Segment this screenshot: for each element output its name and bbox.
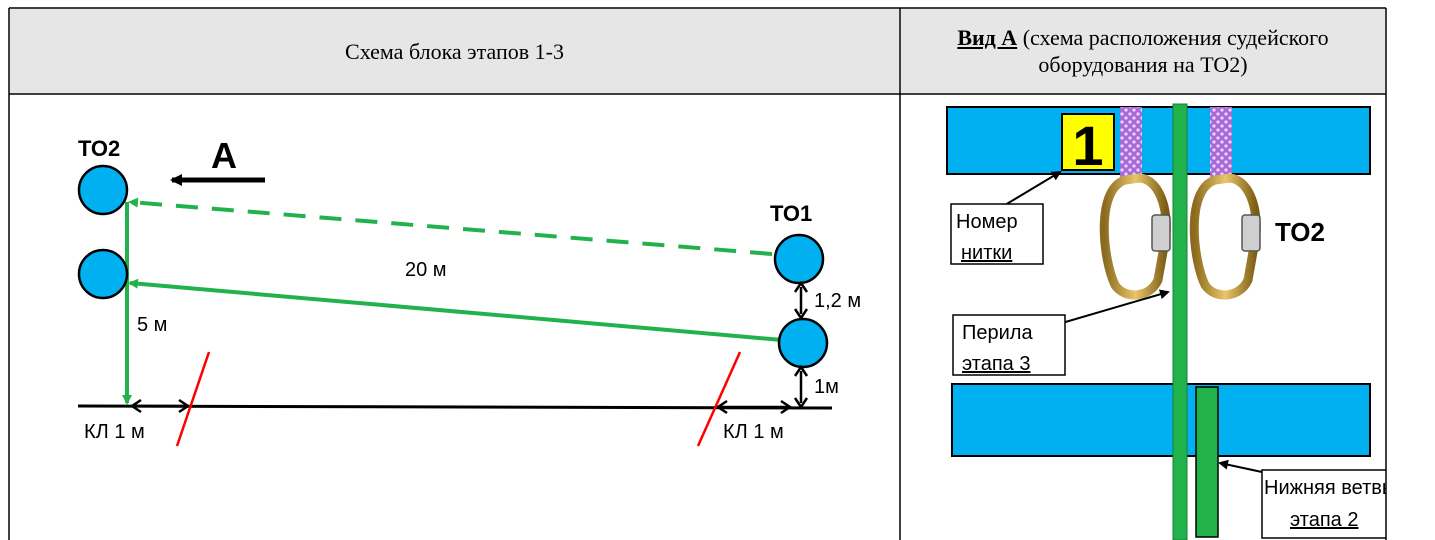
railing-rope (1172, 103, 1188, 540)
callout-thread-line1: Номер (956, 211, 1018, 233)
left-header-title: Схема блока этапов 1-3 (345, 38, 564, 64)
dimension-to1-gap (793, 280, 809, 321)
view-a-title: Вид А (957, 25, 1018, 50)
arrow-a-label: А (211, 135, 237, 176)
lower-support-bar (951, 383, 1371, 457)
view-a-diagram: 1 Номер нитки Перила этапа 3 Нижняя ветв… (946, 103, 1386, 540)
gap-ground-label: 1м (814, 376, 839, 398)
ground-line (77, 404, 833, 410)
to2-label: ТО2 (78, 136, 120, 161)
solid-rope (128, 278, 783, 342)
dimension-ground-gap (793, 364, 809, 410)
right-header-title: Вид А (схема расположения судейского обо… (901, 24, 1385, 78)
left-column-header: Схема блока этапов 1-3 (10, 9, 899, 93)
distance-main-label: 20 м (405, 259, 447, 281)
carabiner-right-lock (1241, 214, 1261, 252)
upper-support-bar (946, 106, 1371, 175)
to1-label: ТО1 (770, 201, 812, 226)
carabiner-right (1189, 173, 1261, 300)
control-line-left (175, 351, 211, 447)
lower-branch-rope (1195, 386, 1219, 538)
callout-railing-line2: этапа 3 (962, 353, 1030, 375)
dimension-cl-left (129, 398, 191, 414)
callout-railing-line1: Перила (962, 322, 1033, 344)
thread-number: 1 (1072, 114, 1103, 177)
to1-upper-node (773, 233, 825, 285)
control-line-right (696, 351, 742, 447)
callout-branch-box (1261, 469, 1386, 539)
callout-railing-arrow (1061, 289, 1170, 324)
callout-branch-line1: Нижняя ветвь (1264, 477, 1386, 499)
right-column-header: Вид А (схема расположения судейского обо… (901, 9, 1385, 93)
to1-lower-node (777, 317, 829, 369)
cl-right-label: КЛ 1 м (723, 421, 784, 443)
gap-to1-label: 1,2 м (814, 290, 861, 312)
block-scheme-diagram: ТО2 А ТО1 20 м 5 м 1,2 м 1м КЛ 1 м КЛ 1 … (77, 135, 861, 447)
callout-railing-box (952, 314, 1066, 376)
view-to2-label: ТО2 (1275, 217, 1325, 247)
distance-vertical-label: 5 м (137, 314, 167, 336)
callout-branch-line2: этапа 2 (1290, 509, 1358, 531)
callout-thread-arrow (1004, 170, 1062, 206)
cl-left-label: КЛ 1 м (84, 421, 145, 443)
carabiner-left-lock (1151, 214, 1171, 252)
carabiner-left (1099, 173, 1171, 300)
dashed-rope (128, 197, 773, 256)
callout-thread-line2: нитки (961, 242, 1012, 264)
to2-upper-node (77, 164, 129, 216)
sling-right (1210, 107, 1232, 179)
to2-lower-node (77, 248, 129, 300)
view-a-subtitle: (схема расположения судейского оборудова… (1017, 25, 1329, 77)
dimension-cl-right (715, 399, 793, 415)
thread-number-marker (1061, 113, 1115, 171)
sling-left (1120, 107, 1142, 179)
callout-thread-box (950, 203, 1044, 265)
